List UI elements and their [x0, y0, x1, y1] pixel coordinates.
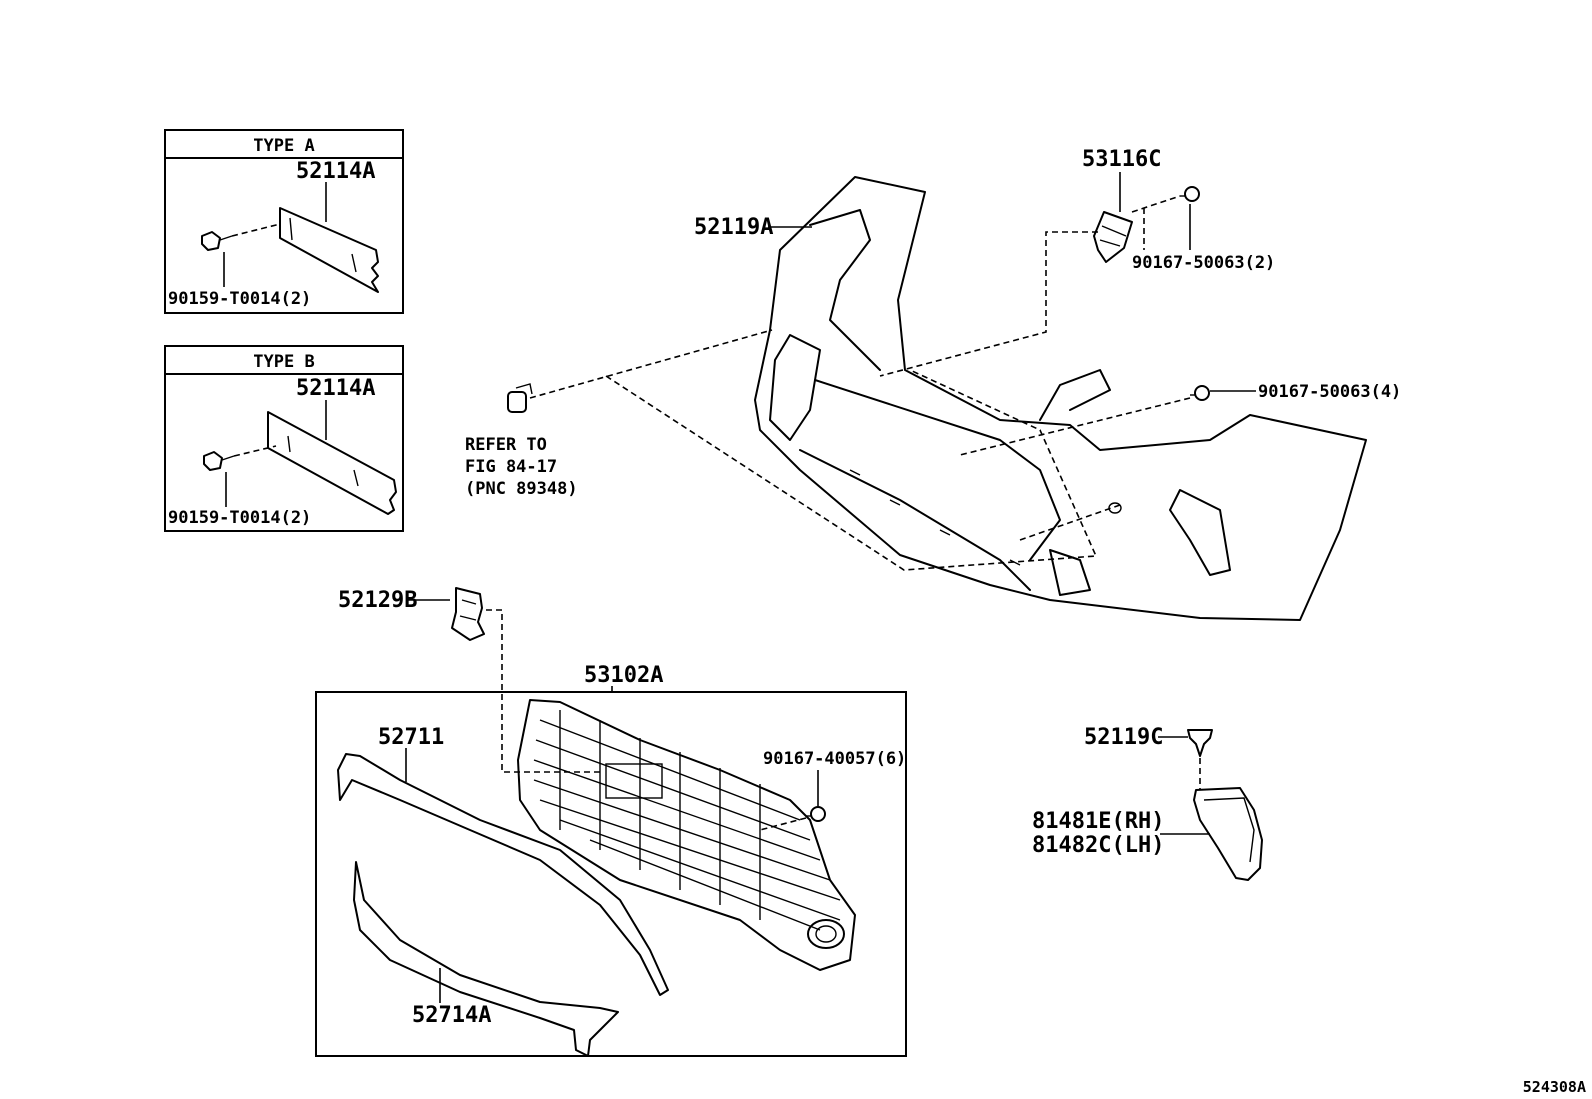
- license-plate-bracket-b: [267, 411, 397, 515]
- figure-id: 524308A: [1523, 1078, 1586, 1096]
- lower-molding-label: 52714A: [412, 1003, 491, 1028]
- upper-molding: [337, 753, 669, 996]
- bumper-cover-label: 52119A: [694, 215, 773, 240]
- grille-label: 53102A: [584, 663, 663, 688]
- retainer-part: [1093, 211, 1133, 263]
- bracket-label: 52129B: [338, 588, 417, 613]
- clip-6-label: 90167-40057(6): [763, 749, 906, 769]
- refer-line-1: REFER TO: [465, 435, 547, 455]
- type-b-part-label: 52114A: [296, 376, 375, 401]
- pin-clip-label: 52119C: [1084, 725, 1163, 750]
- radiator-grille: [517, 699, 856, 971]
- bolt-icon: [201, 231, 233, 251]
- refer-line-3: (PNC 89348): [465, 479, 578, 499]
- clip-2-label: 90167-50063(2): [1132, 253, 1275, 273]
- license-plate-bracket-a: [279, 207, 379, 293]
- bracket-part: [451, 587, 485, 641]
- molding-label: 52711: [378, 725, 444, 750]
- clip-icon: [1190, 385, 1210, 401]
- sensor-bracket-part: [507, 383, 533, 413]
- lower-molding: [353, 861, 619, 1057]
- bolt-icon: [203, 451, 235, 471]
- clip-icon: [806, 806, 826, 822]
- lamp-rh-label: 81481E(RH): [1032, 809, 1164, 834]
- type-b-title: TYPE B: [253, 352, 314, 372]
- type-a-bolt-label: 90159-T0014(2): [168, 289, 311, 309]
- clip-4-label: 90167-50063(4): [1258, 382, 1401, 402]
- bumper-cover: [754, 176, 1367, 621]
- type-a-panel: TYPE A 52114A 90159-T0014(2): [164, 129, 404, 314]
- type-b-panel: TYPE B 52114A 90159-T0014(2): [164, 345, 404, 532]
- refer-line-2: FIG 84-17: [465, 457, 557, 477]
- clip-icon: [1180, 186, 1200, 202]
- grille-assembly-box: [315, 691, 907, 1057]
- retainer-label: 53116C: [1082, 147, 1161, 172]
- type-a-part-label: 52114A: [296, 159, 375, 184]
- reflector-lamp: [1193, 787, 1263, 881]
- type-a-title: TYPE A: [253, 136, 314, 156]
- pin-clip-icon: [1187, 729, 1213, 757]
- lamp-lh-label: 81482C(LH): [1032, 833, 1164, 858]
- type-b-bolt-label: 90159-T0014(2): [168, 508, 311, 528]
